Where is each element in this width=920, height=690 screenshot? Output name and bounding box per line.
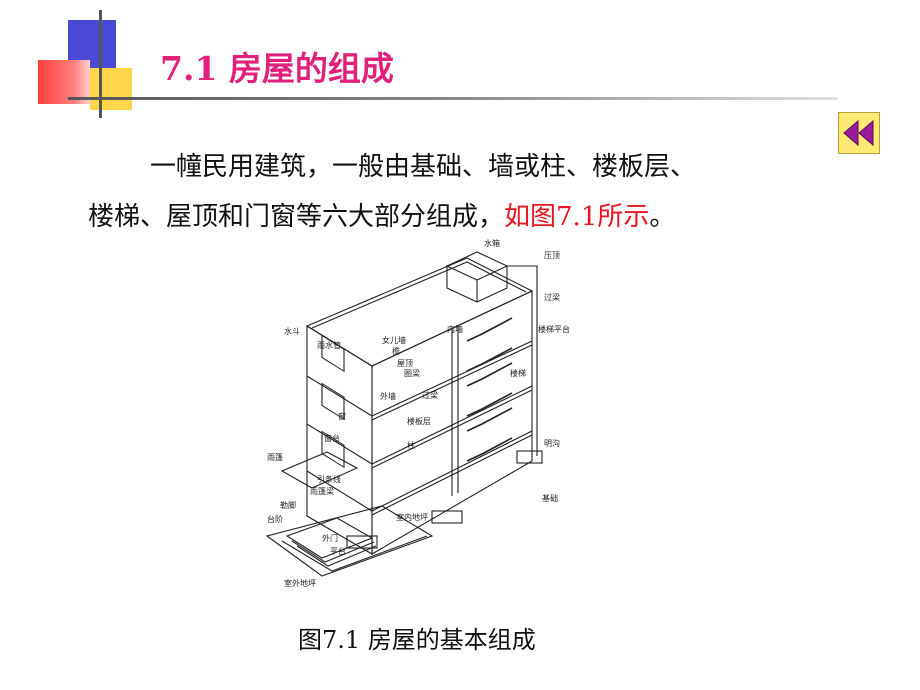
label-window: 窗 [338,411,346,421]
water-tank [445,251,509,281]
paragraph-line-1: 一幢民用建筑，一般由基础、墙或柱、楼板层、 [150,152,697,182]
label-outer-door: 外门 [322,533,338,543]
facade-windows [321,334,345,469]
label-outdoor-floor: 室外地坪 [284,578,316,588]
label-canopy-beam: 雨篷梁 [310,486,334,496]
site-ground [265,505,434,577]
label-column: 柱 [407,440,415,450]
label-lintel: 过梁 [422,390,438,400]
label-steps: 台阶 [267,514,283,524]
label-inner-wall: 内墙 [447,324,463,334]
label-indoor-floor: 室内地坪 [396,512,428,522]
label-roof: 屋顶 [397,359,413,368]
label-platform: 平台 [330,546,346,556]
slide-title: 7.1 房屋的组成 [160,49,394,88]
diagram-labels: 水箱 压顶 过梁 楼梯平台 水斗 雨水管 女儿墙 檐 屋顶 内墙 圈梁 楼梯 过… [267,238,570,588]
label-drain: 明沟 [544,438,560,448]
staircase [466,317,513,462]
label-outer-wall: 外墙 [380,391,396,401]
label-gutter: 水斗 [284,326,300,336]
decor-vertical-line [99,10,102,118]
label-canopy: 雨篷 [267,452,283,462]
label-eave: 檐 [392,346,400,356]
label-roof-top: 压顶 [544,251,560,260]
label-lintel-top: 过梁 [544,292,560,302]
paragraph-period: 。 [649,202,676,232]
label-water-tank: 水箱 [484,238,500,248]
back-button[interactable] [838,112,880,154]
label-window-sill: 窗台 [324,433,340,443]
double-left-arrow-icon [843,119,874,147]
figure-reference: 如图7.1所示 [504,202,650,232]
building-cutaway-diagram: 水箱 压顶 过梁 楼梯平台 水斗 雨水管 女儿墙 檐 屋顶 内墙 圈梁 楼梯 过… [265,238,570,588]
outdoor-floor-edge [281,535,428,572]
figure-caption: 图7.1 房屋的基本组成 [298,626,536,654]
decor-red-square [38,60,90,104]
label-stairs: 楼梯 [510,368,526,378]
canopy [280,451,359,489]
decor-yellow-square [90,68,132,110]
label-guide-line: 引条线 [317,474,341,484]
label-ring-beam: 圈梁 [404,369,420,378]
title-underline [68,97,838,100]
paragraph-line-2: 楼梯、屋顶和门窗等六大部分组成，如图7.1所示。 [88,196,675,233]
label-stair-platform: 楼梯平台 [538,324,570,334]
label-floor-slab: 楼板层 [407,416,431,426]
roof-slab [305,257,534,367]
label-downpipe: 雨水管 [317,340,341,350]
paragraph-text: 楼梯、屋顶和门窗等六大部分组成， [88,202,505,232]
label-plinth: 勒脚 [280,500,296,510]
foundation-footing [431,510,463,524]
label-parapet: 女儿墙 [382,335,406,345]
label-foundation: 基础 [542,493,558,503]
